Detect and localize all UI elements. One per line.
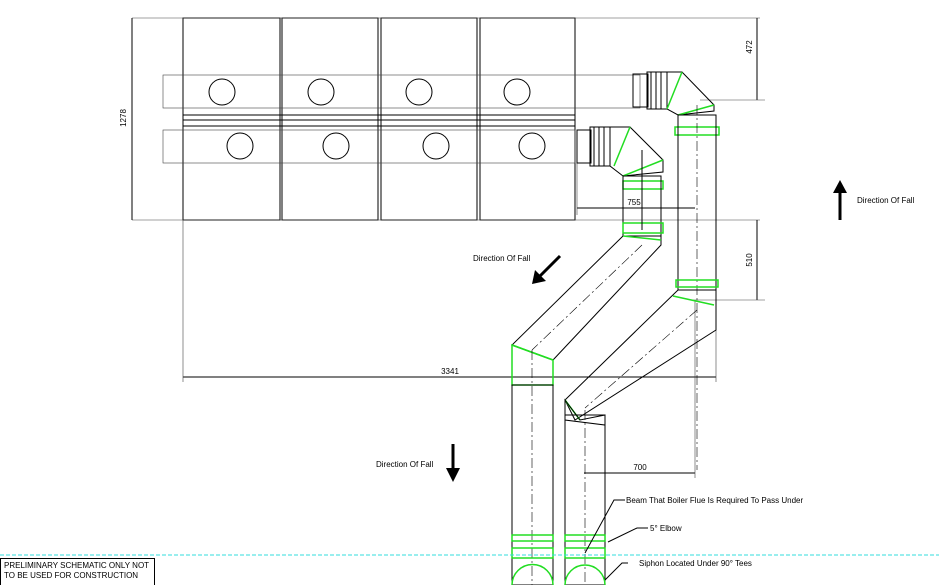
direction-arrow-diagonal-icon [532,254,562,284]
upper-flue-run [564,71,720,585]
bottom-fittings [511,534,606,585]
direction-of-fall-label-right: Direction Of Fall [857,196,915,205]
leader-lines [584,499,648,581]
direction-arrow-up-icon [833,180,847,220]
dim-700: 700 [633,463,647,472]
dim-755: 755 [627,198,641,207]
siphon-note: Siphon Located Under 90° Tees [639,559,752,568]
dimension-lines [131,17,765,478]
direction-arrow-down-icon [446,444,460,482]
disclaimer-box: PRELIMINARY SCHEMATIC ONLY NOT TO BE USE… [0,558,155,585]
disclaimer-line-2: TO BE USED FOR CONSTRUCTION [4,571,139,580]
dim-1278: 1278 [119,109,128,127]
direction-of-fall-label-bottom: Direction Of Fall [376,460,434,469]
dim-510: 510 [745,253,754,267]
boiler-units [162,17,641,221]
beam-note: Beam That Boiler Flue Is Required To Pas… [626,496,803,505]
dim-472: 472 [745,40,754,54]
lower-flue-run [511,126,664,585]
disclaimer-line-1: PRELIMINARY SCHEMATIC ONLY NOT [4,561,150,570]
dim-3341: 3341 [441,367,459,376]
elbow-note: 5° Elbow [650,524,682,533]
direction-of-fall-label-middle: Direction Of Fall [473,254,531,263]
